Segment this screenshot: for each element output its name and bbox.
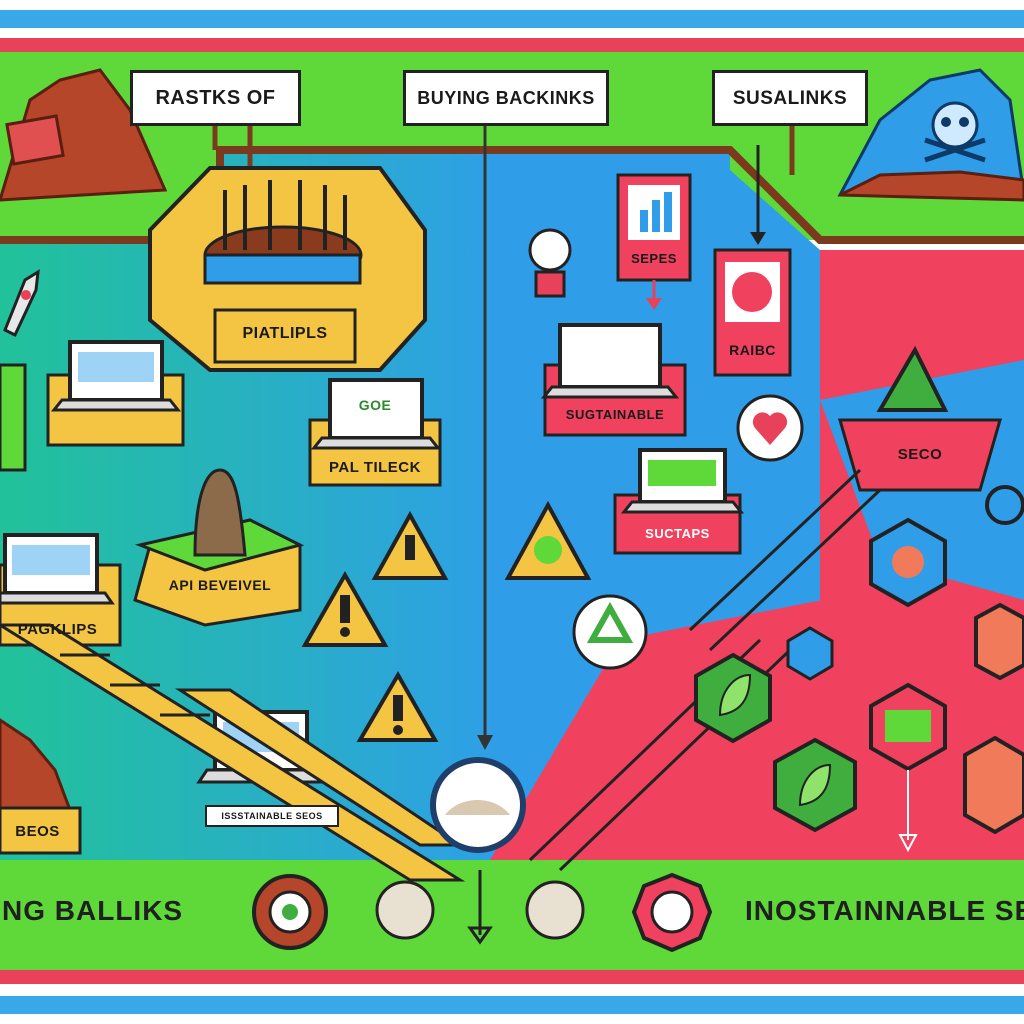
sign-buying-backlinks-text: BUYING BACKINKS [417,88,595,108]
sign-sustainable-links: SUSALINKS [712,70,868,126]
laptop-icon [308,378,442,487]
leaf-icon [773,737,857,833]
ladder [0,623,466,882]
footer-title-left: NG BALLIKS [2,895,184,926]
phone-icon [0,363,27,472]
platform-octagon [148,166,427,372]
footer-green-band [0,860,1024,970]
leaf-icon [694,652,772,744]
warning-icon [356,670,439,742]
creature-icon [193,468,247,557]
label-sustainable: SUGTAINABLE [565,407,665,422]
pyramid-icon [876,345,949,412]
recycle-icon [572,594,648,670]
top-blue-stripe [0,10,1024,28]
footer-title-right: INOSTAINNABLE SE [745,895,1024,926]
pulley-right-icon [525,880,585,940]
seco-badge [838,418,1002,492]
hexagon-node-icon [963,735,1024,835]
warning-icon [371,510,449,580]
rocket-icon [3,269,40,338]
label-sepes: SEPES [631,251,677,266]
label-pal-tileck: PAL TILECK [329,459,421,476]
sign-buying-backlinks: BUYING BACKINKS [403,70,609,126]
dirt-pile-bottom [0,718,82,855]
gear-icon [985,485,1024,525]
warning-icon [504,500,592,580]
bar-chart-icon [616,173,692,282]
arrow-down-icon [467,870,493,945]
label-suctaps: SUCTAPS [645,526,710,541]
dirt-mound-left [0,68,168,202]
laptop-icon [46,340,185,447]
skull-icon [924,101,986,163]
hexagon-node-icon [869,682,947,772]
magnifier-icon [430,757,526,853]
raibc-card [713,248,792,377]
label-laptop-caption: ISSSTAINABLE SEOS [205,805,339,827]
gear-icon [631,872,713,953]
lightbulb-icon [528,228,572,298]
bottom-red-stripe [0,970,1024,984]
laptop-icon [613,448,745,555]
gear-icon [252,874,328,950]
dirt-mound-right [837,68,1024,202]
label-seco: SECO [897,446,943,463]
laptop-icon [540,323,687,437]
laptop-icon [0,533,122,647]
heart-icon [736,394,804,462]
label-seos: BEOS [15,823,60,840]
label-raibc: RAIBC [729,342,776,358]
label-packlips: PAGKLIPS [17,621,98,638]
hexagon-node-icon [974,602,1024,681]
sign-risks-of: RASTKS OF [130,70,301,126]
sign-sustainable-links-text: SUSALINKS [732,87,848,109]
label-laptop-screen: GOE [358,397,392,413]
label-api: API BEVEIVEL [168,577,272,593]
sign-risks-of-text: RASTKS OF [155,87,276,109]
hexagon-node-icon [869,517,947,608]
bottom-blue-stripe [0,996,1024,1014]
label-platforms: PIATLIPLS [242,325,328,342]
warning-icon [301,570,389,647]
top-red-stripe [0,38,1024,52]
hexagon-node-icon [786,626,834,681]
pulley-left-icon [375,880,435,940]
turf-platform [133,468,305,627]
